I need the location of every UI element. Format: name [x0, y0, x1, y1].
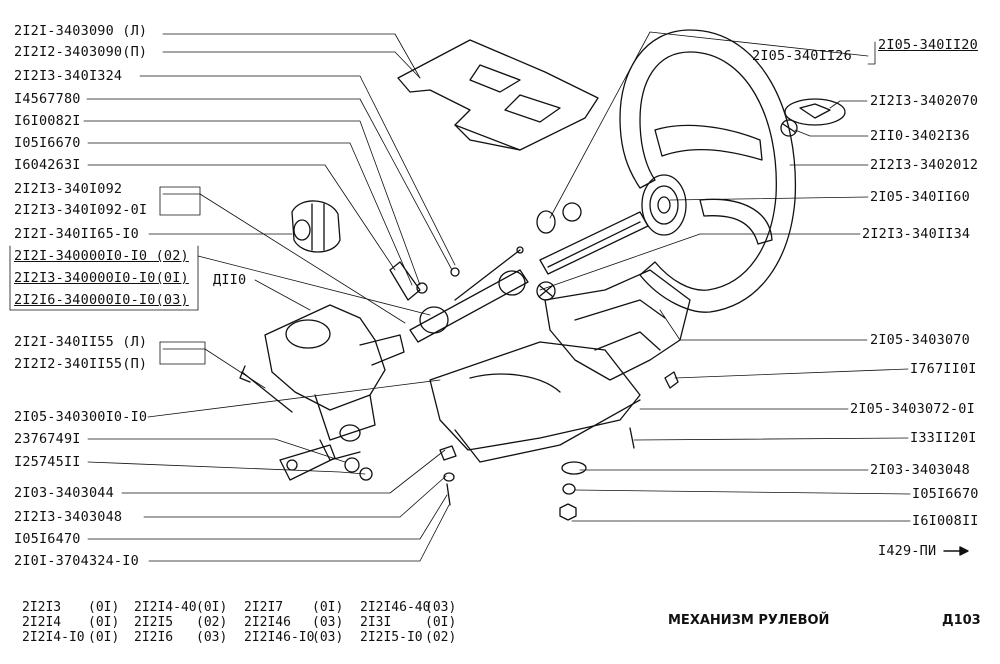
part-label: 2I2I3-3402012	[870, 157, 979, 173]
model-code: (03)	[196, 630, 228, 645]
part-label: I767II0I	[910, 361, 977, 377]
part-label: 2I0I-3704324-I0	[14, 553, 139, 569]
model-name: 2I3I	[360, 615, 392, 630]
model-code: (0I)	[196, 600, 228, 615]
model-code: (02)	[196, 615, 228, 630]
part-label: 2I2I3-340II34	[862, 226, 971, 242]
steering-shaft	[536, 202, 649, 301]
next-page-reference: I429-ПИ	[878, 543, 937, 559]
part-label: 2I05-340II20	[878, 37, 978, 53]
model-name: 2I2I7	[244, 600, 284, 615]
model-name: 2I2I5	[134, 615, 174, 630]
part-label: 2I2I3-340000I0-I0(0I)	[14, 270, 189, 286]
model-code: (03)	[425, 600, 457, 615]
part-label: I25745II	[14, 454, 81, 470]
model-code: (02)	[425, 630, 457, 645]
model-code: (0I)	[425, 615, 457, 630]
part-label: I33II20I	[910, 430, 977, 446]
fasteners	[439, 371, 679, 521]
steering-wheel	[619, 29, 797, 313]
model-code: (03)	[312, 615, 344, 630]
part-label: I6I008II	[912, 513, 979, 529]
model-name: 2I2I46-40	[360, 600, 431, 615]
part-label: 2I2I3-340I324	[14, 68, 123, 84]
model-name: 2I2I4-40	[134, 600, 197, 615]
assembly-code-label: ДII0	[213, 272, 247, 288]
model-code: (0I)	[88, 615, 120, 630]
part-label: I05I6670	[912, 486, 979, 502]
model-name: 2I2I6	[134, 630, 174, 645]
part-label: I4567780	[14, 91, 81, 107]
model-name: 2I2I5-I0	[360, 630, 423, 645]
part-label: 2I2I3-3402070	[870, 93, 979, 109]
part-label: 2I2I2-3403090(П)	[14, 44, 148, 60]
arrow-right-icon	[943, 546, 969, 556]
part-label: I05I6470	[14, 531, 81, 547]
model-code: (03)	[312, 630, 344, 645]
part-label: 2I2I-340II55 (Л)	[14, 334, 148, 350]
leader-lines-right	[539, 31, 911, 522]
model-name: 2I2I4	[22, 615, 62, 630]
part-label: 2I2I-340II65-I0	[14, 226, 139, 242]
page-code: Д103	[942, 613, 981, 628]
part-label: 2376749I	[14, 431, 81, 447]
column-housing	[429, 269, 691, 463]
upper-bracket	[397, 39, 599, 151]
part-label: 2II0-3402I36	[870, 128, 970, 144]
model-name: 2I2I3	[22, 600, 62, 615]
part-label: 2I2I3-3403048	[14, 509, 123, 525]
group-brackets	[9, 186, 206, 365]
part-label: I6I0082I	[14, 113, 81, 129]
part-label: 2I03-3403048	[870, 462, 970, 478]
horn-emblem	[780, 98, 846, 137]
model-code: (0I)	[312, 600, 344, 615]
part-label: 2I2I2-340II55(П)	[14, 356, 148, 372]
part-label: I604263I	[14, 157, 81, 173]
part-label: 2I05-3403072-0I	[850, 401, 975, 417]
part-label: I05I6670	[14, 135, 81, 151]
part-label: 2I05-340II60	[870, 189, 970, 205]
part-label: 2I03-3403044	[14, 485, 114, 501]
part-label: 2I2I3-340I092-0I	[14, 202, 148, 218]
leader-lines-left	[83, 33, 456, 562]
page-title: МЕХАНИЗМ РУЛЕВОЙ	[668, 613, 830, 628]
model-name: 2I2I46	[244, 615, 291, 630]
model-name: 2I2I46-I0	[244, 630, 315, 645]
part-label: 2I05-340II26	[752, 48, 852, 64]
model-code: (0I)	[88, 630, 120, 645]
part-label: 2I2I3-340I092	[14, 181, 123, 197]
steering-gearbox	[239, 304, 405, 481]
rubber-boot	[291, 200, 341, 253]
part-label: 2I05-3403070	[870, 332, 970, 348]
part-label: 2I2I-3403090 (Л)	[14, 23, 148, 39]
intermediate-shaft	[389, 246, 529, 343]
part-label: 2I05-340300I0-I0	[14, 409, 148, 425]
part-label: 2I2I-340000I0-I0 (02)	[14, 248, 189, 264]
model-code: (0I)	[88, 600, 120, 615]
part-label: 2I2I6-340000I0-I0(03)	[14, 292, 189, 308]
model-name: 2I2I4-I0	[22, 630, 85, 645]
